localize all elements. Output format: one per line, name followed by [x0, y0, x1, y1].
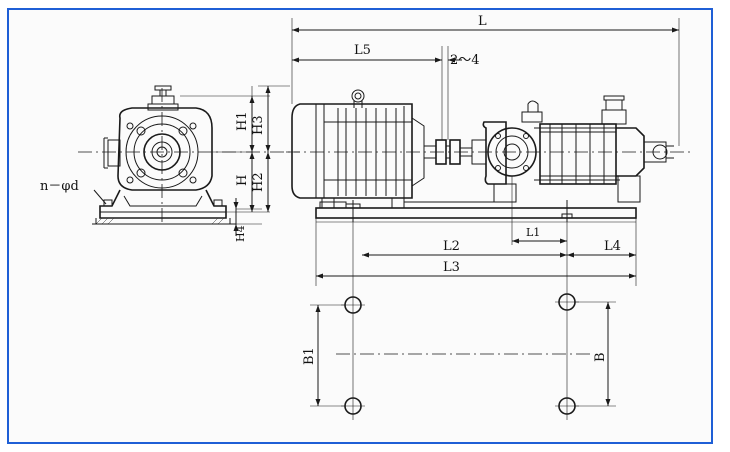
label-h2: H2: [251, 172, 266, 192]
label-hole-spec: n－φd: [40, 179, 79, 194]
label-h3: H3: [251, 115, 266, 135]
multistage-pump: [471, 95, 674, 203]
motor: [291, 89, 436, 209]
label-h: H: [235, 175, 250, 186]
label-l: L: [478, 14, 487, 29]
front-view: L L5 2～4 L1 L2 L4 L3: [286, 14, 690, 296]
label-l5: L5: [354, 43, 371, 58]
label-b1: B1: [302, 347, 317, 365]
label-l3: L3: [443, 260, 460, 275]
label-l4: L4: [604, 239, 621, 254]
label-b: B: [593, 352, 608, 362]
label-h1: H1: [235, 111, 250, 131]
coupling: [435, 139, 472, 165]
label-h4: H4: [234, 225, 247, 242]
drawing-frame: [7, 8, 713, 444]
base-plate: [315, 200, 637, 223]
side-view: H4 H1 H H3 H2 n－φd: [40, 85, 300, 242]
plan-view: B1 B: [302, 293, 616, 420]
label-l1: L1: [526, 226, 540, 239]
label-l2: L2: [443, 239, 460, 254]
label-gap: 2～4: [450, 53, 480, 68]
